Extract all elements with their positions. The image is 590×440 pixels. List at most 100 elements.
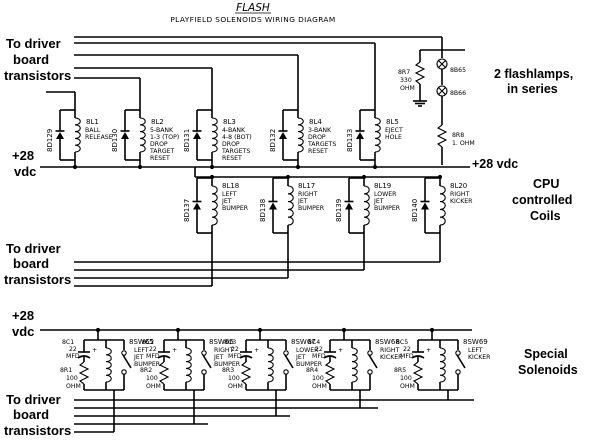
resistor-value: 330 xyxy=(400,77,412,84)
resistor-label: 8R3 xyxy=(222,367,234,374)
switch-contact xyxy=(367,350,373,356)
label-line: Solenoids xyxy=(518,363,578,377)
coil-icon xyxy=(185,347,192,383)
coil-label: 8L20 xyxy=(450,182,467,190)
switch-contact xyxy=(283,369,289,375)
label-line: To driver xyxy=(6,241,61,256)
coil-icon xyxy=(287,185,294,226)
coil-desc: RESET xyxy=(222,155,242,162)
resistor-unit: OHM xyxy=(66,383,81,390)
junction-dot xyxy=(72,164,78,170)
junction-dot xyxy=(437,174,443,180)
label-line: transistors xyxy=(4,423,71,438)
diode-icon xyxy=(279,132,287,139)
solenoid-desc: KICKER xyxy=(380,354,403,361)
junction-dot xyxy=(209,164,215,170)
resistor-value: 100 xyxy=(400,375,412,382)
label-line: board xyxy=(13,52,49,67)
capacitor-unit: MFD xyxy=(400,353,414,360)
resistor-unit: OHM xyxy=(400,383,415,390)
coil-icon xyxy=(363,185,370,226)
label-line: +28 xyxy=(12,148,34,163)
junction-dot xyxy=(95,327,101,333)
diode-icon xyxy=(345,202,353,210)
junction-dot xyxy=(175,327,181,333)
polarity-mark: + xyxy=(338,347,343,354)
coil-label: 8L19 xyxy=(374,182,391,190)
diode-label: 8D137 xyxy=(183,199,191,222)
diode-label: 8D133 xyxy=(346,129,354,152)
label-line: in series xyxy=(507,82,558,96)
switch-contact xyxy=(201,369,207,375)
diode-label: 8D131 xyxy=(183,129,191,152)
label-driver-bottom: To driver board transistors xyxy=(4,392,71,438)
coil-desc: DROP xyxy=(150,141,168,148)
capacitor-unit: MFD xyxy=(312,353,326,360)
mid-driver-bus xyxy=(74,233,441,287)
switch-icon xyxy=(122,354,132,369)
resistor-icon xyxy=(78,361,90,385)
capacitor-label: 8C5 xyxy=(396,339,408,346)
diagram-title: FLASH xyxy=(236,2,270,14)
coil-icon xyxy=(297,117,304,153)
switch-contact xyxy=(455,350,461,356)
label-line: vdc xyxy=(14,164,36,179)
resistor-icon xyxy=(412,361,424,385)
solenoid-desc: JET xyxy=(213,354,224,361)
label-line: +28 xyxy=(12,308,34,323)
diode-label: 8D139 xyxy=(335,199,343,222)
coil-desc: BUMPER xyxy=(298,205,325,212)
diagram-subtitle: PLAYFIELD SOLENOIDS WIRING DIAGRAM xyxy=(170,15,335,24)
switch-icon xyxy=(368,354,378,369)
capacitor-value: 22 xyxy=(69,346,77,353)
flashlamp-circuit: 8R7 330 OHM 8B65 8B66 8R8 1. OHM xyxy=(398,49,475,165)
coil-desc: LOWER xyxy=(374,191,397,198)
coil-desc: 3-BANK xyxy=(308,127,332,134)
label-line: vdc xyxy=(12,324,34,339)
capacitor-icon xyxy=(239,355,253,359)
coil-icon xyxy=(211,185,218,226)
label-28vdc-top: +28 vdc xyxy=(12,148,36,179)
coil-desc: LEFT xyxy=(222,191,237,198)
label-line: transistors xyxy=(4,68,71,83)
coil-label: 8L17 xyxy=(298,182,315,190)
diode-label: 8D130 xyxy=(111,129,119,152)
junction-dot xyxy=(137,164,143,170)
capacitor-icon xyxy=(323,355,337,359)
switch-contact xyxy=(367,369,373,375)
coil-icon xyxy=(267,347,274,383)
switch-icon xyxy=(202,354,212,369)
coil-desc: RELEASE xyxy=(85,134,113,141)
junction-dot xyxy=(285,174,291,180)
label-line: To driver xyxy=(6,36,61,51)
resistor-unit: OHM xyxy=(312,383,327,390)
solenoid-desc: LEFT xyxy=(468,347,483,354)
coil-desc: 4-BANK xyxy=(222,127,246,134)
resistor-icon xyxy=(324,361,336,385)
coil-desc: KICKER xyxy=(450,198,473,205)
switch-contact xyxy=(283,350,289,356)
solenoid-desc: RIGHT xyxy=(214,347,234,354)
resistor-unit: OHM xyxy=(228,383,243,390)
coil-icon xyxy=(374,117,381,153)
coil-icon xyxy=(139,117,146,153)
solenoid-desc: RIGHT xyxy=(380,347,400,354)
diode-label: 8D138 xyxy=(259,199,267,222)
label-line: Coils xyxy=(530,209,561,223)
solenoid-desc: JET xyxy=(295,354,306,361)
diode-label: 8D129 xyxy=(46,129,54,152)
capacitor-icon xyxy=(157,355,171,359)
coil-icon xyxy=(439,347,446,383)
coil-desc: 5-BANK xyxy=(150,127,174,134)
lamp-label: 8B65 xyxy=(450,67,466,74)
capacitor-unit: MFD xyxy=(228,353,242,360)
solenoid-desc: KICKER xyxy=(468,354,491,361)
label-line: transistors xyxy=(4,272,71,287)
coil-icon xyxy=(439,185,446,226)
